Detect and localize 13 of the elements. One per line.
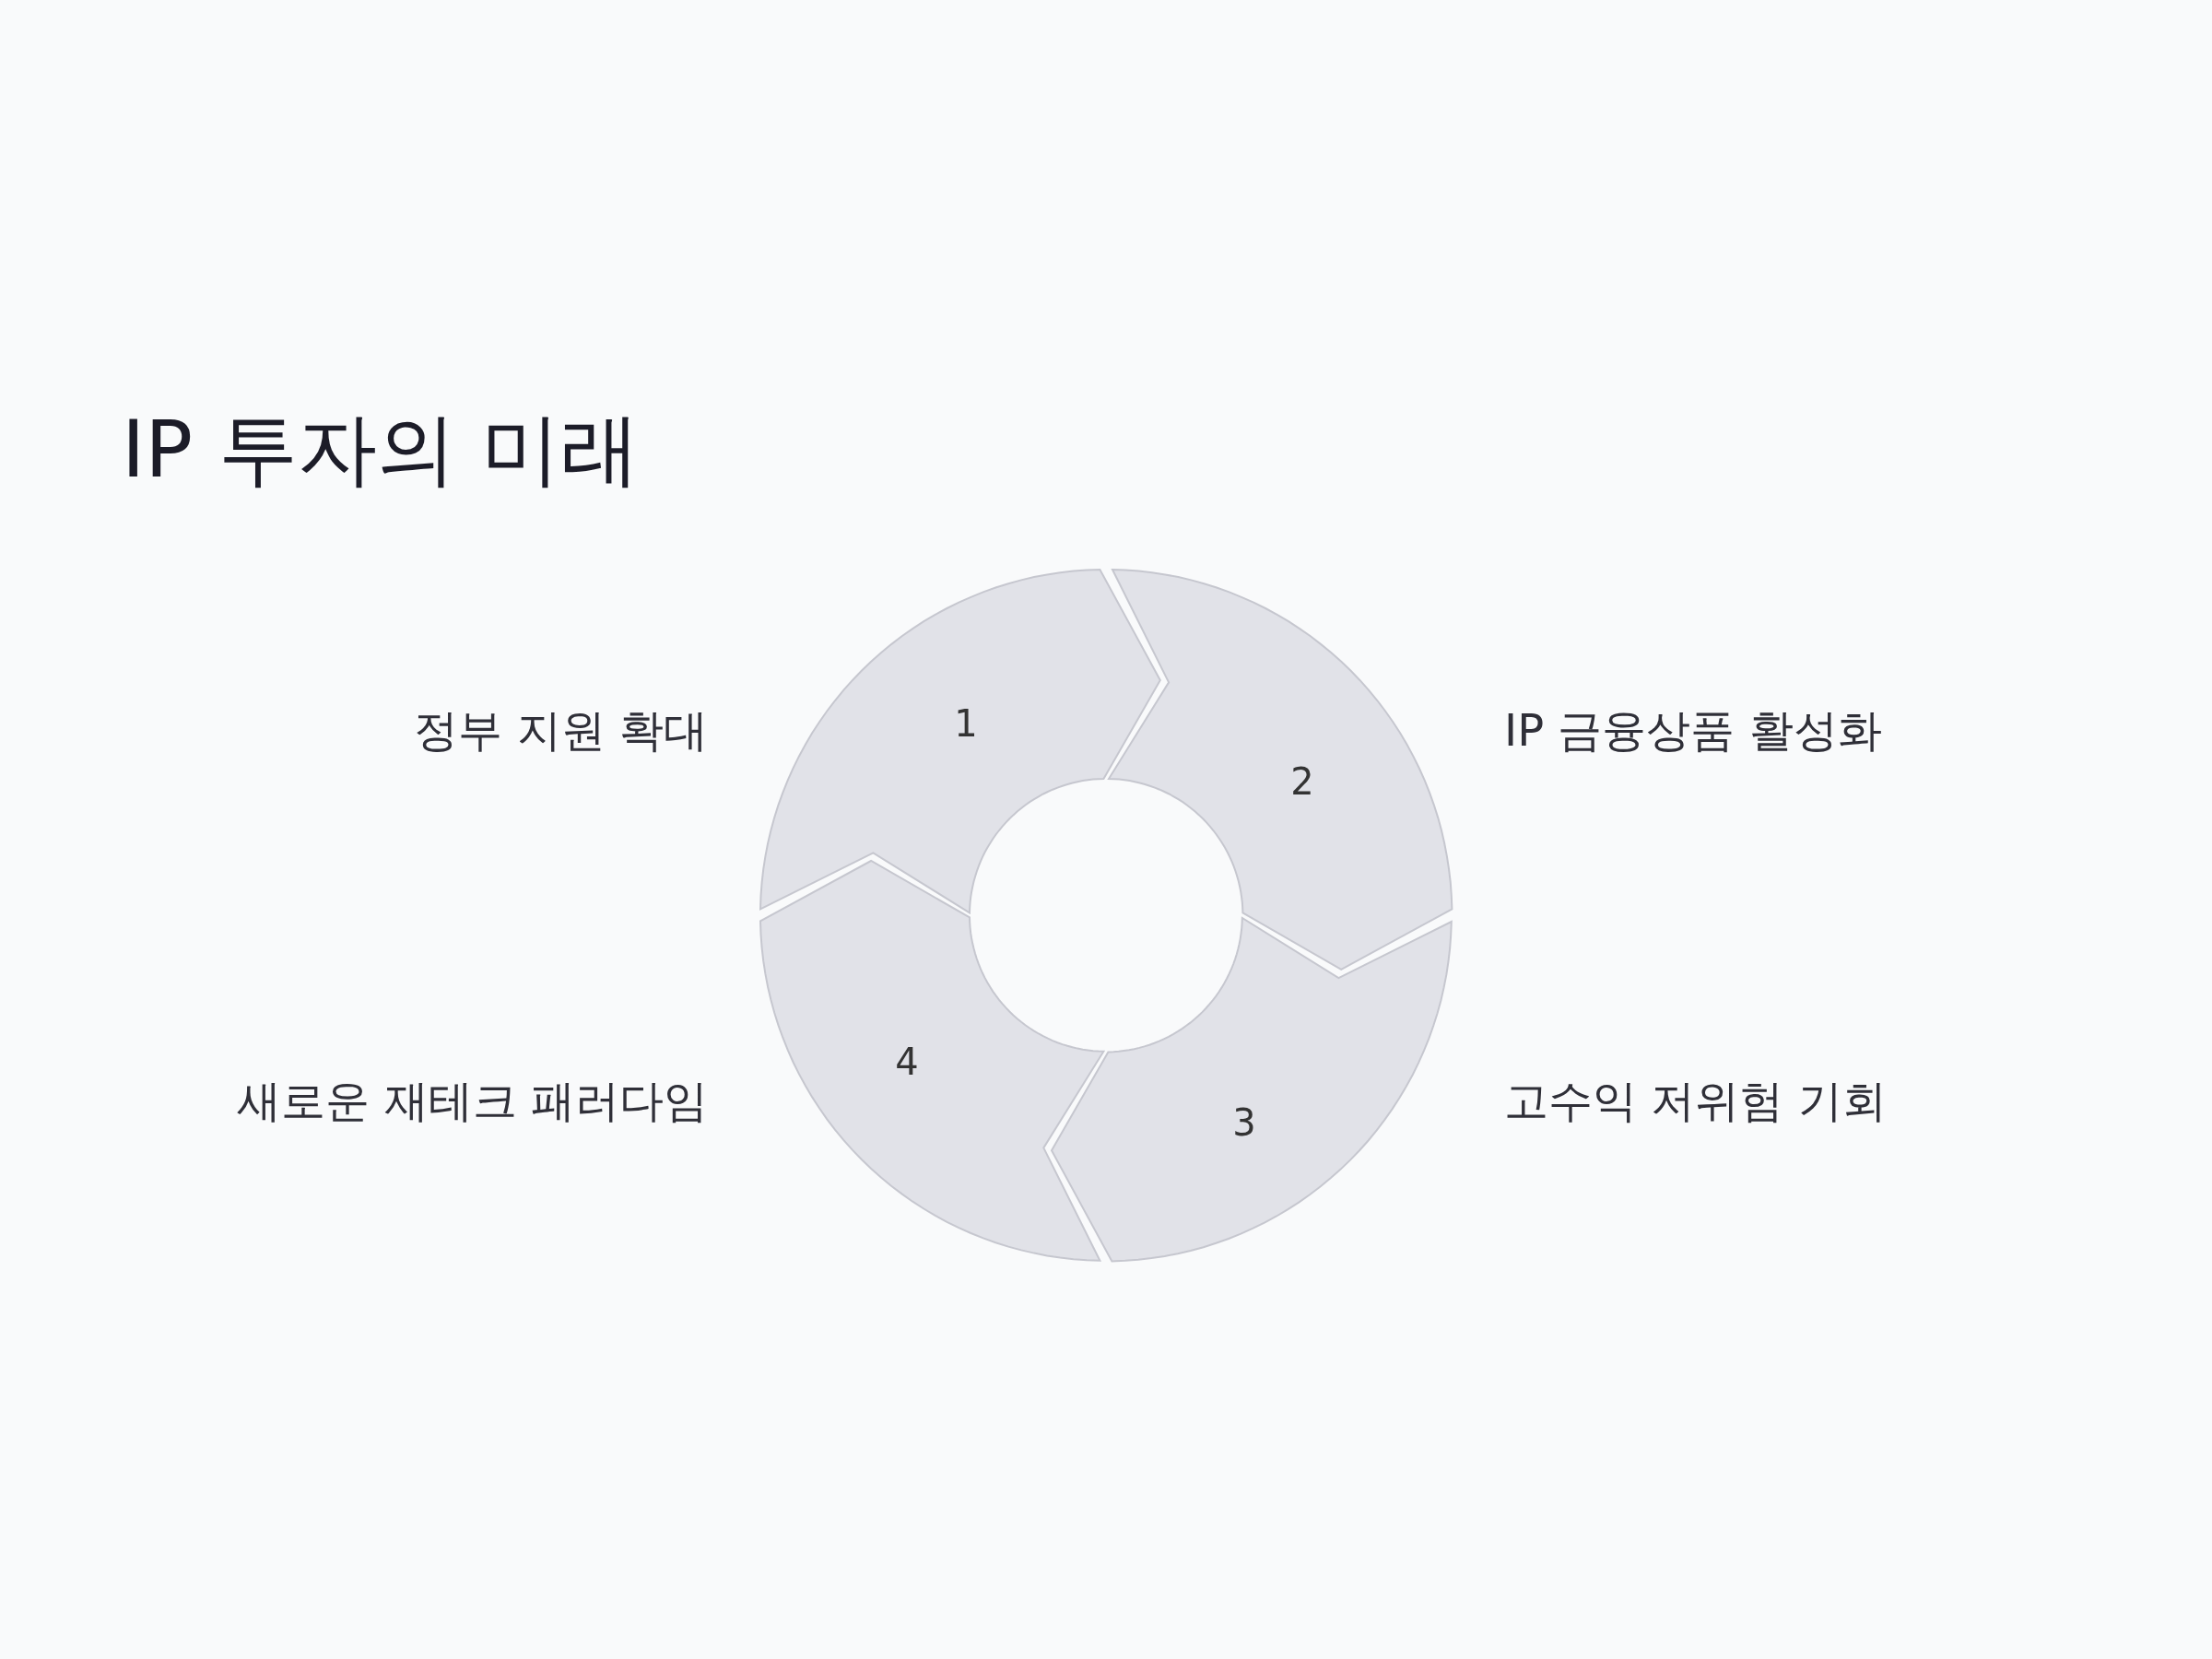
step-number: 4 bbox=[895, 1041, 919, 1083]
segment-caption: 새로운 재테크 패러다임 bbox=[237, 1074, 708, 1128]
step-number: 2 bbox=[1290, 760, 1314, 803]
cycle-segment bbox=[1106, 568, 1453, 971]
cycle-segment bbox=[759, 859, 1106, 1263]
cycle-segment bbox=[759, 568, 1162, 915]
step-number: 1 bbox=[954, 702, 978, 745]
title: IP 투자의 미래 bbox=[122, 402, 640, 497]
segment-caption: 정부 지원 확대 bbox=[414, 703, 708, 758]
step-number: 3 bbox=[1232, 1101, 1256, 1144]
segment-caption: 고수익 저위험 기회 bbox=[1504, 1074, 1887, 1128]
segment-caption: IP 금융상품 활성화 bbox=[1504, 703, 1882, 758]
cycle-segment bbox=[1050, 915, 1453, 1263]
